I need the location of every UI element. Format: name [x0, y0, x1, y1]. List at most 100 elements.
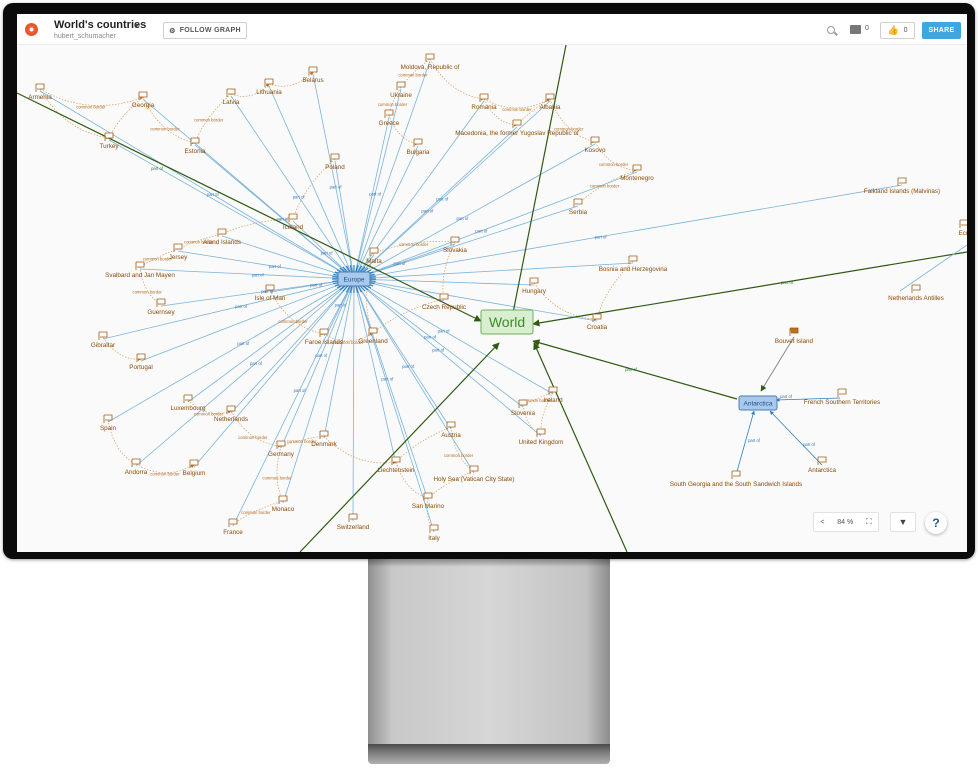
- country-node[interactable]: Liechtenstein: [377, 456, 415, 474]
- country-node[interactable]: Falkland Islands (Malvinas): [864, 177, 940, 195]
- country-node[interactable]: Aland Islands: [203, 228, 241, 246]
- country-node[interactable]: Ireland: [543, 386, 563, 404]
- country-node[interactable]: Holy Sea (Vatican City State): [433, 465, 515, 483]
- like-button[interactable]: 👍 0: [880, 22, 915, 39]
- country-node[interactable]: France: [223, 518, 243, 536]
- world-node-box[interactable]: [480, 309, 534, 335]
- country-label: Bulgaria: [406, 149, 430, 156]
- country-node[interactable]: Armenia: [28, 83, 52, 101]
- country-node[interactable]: Guernsey: [147, 298, 175, 316]
- zoom-out-button[interactable]: <: [820, 518, 825, 526]
- country-node[interactable]: Serbia: [569, 198, 588, 216]
- country-node[interactable]: Poland: [325, 153, 345, 171]
- graph-title[interactable]: World's countries: [54, 19, 147, 31]
- search-icon[interactable]: [827, 26, 835, 34]
- follow-graph-button[interactable]: ⚙ FOLLOW GRAPH: [163, 22, 247, 39]
- country-node[interactable]: Germany: [268, 440, 295, 458]
- country-node[interactable]: Italy: [428, 524, 441, 542]
- country-node[interactable]: Latvia: [223, 88, 240, 106]
- country-node[interactable]: Monaco: [272, 495, 295, 513]
- common-border-edge: [365, 252, 375, 334]
- help-button[interactable]: ?: [925, 512, 947, 534]
- comment-icon[interactable]: [850, 25, 861, 34]
- country-node[interactable]: Greece: [379, 109, 400, 127]
- country-node[interactable]: Moldova, Republic of: [401, 53, 460, 71]
- flag-icon: [450, 236, 460, 245]
- country-node[interactable]: Spain: [100, 414, 117, 432]
- country-node[interactable]: Croatia: [587, 313, 608, 331]
- hub-node-europe[interactable]: Europe: [332, 265, 376, 293]
- country-node[interactable]: Svalbard and Jan Mayen: [105, 261, 175, 279]
- hub-node-antarctica[interactable]: Antarctica: [738, 395, 778, 411]
- country-node[interactable]: Bulgaria: [406, 138, 430, 156]
- country-node[interactable]: Austria: [441, 421, 461, 439]
- country-node[interactable]: Bosnia and Herzegovina: [599, 255, 668, 273]
- country-node[interactable]: Gibraltar: [91, 331, 115, 349]
- fullscreen-icon[interactable]: ⛶: [865, 517, 872, 526]
- country-node[interactable]: Bouvet Island: [775, 327, 814, 345]
- world-node[interactable]: World: [480, 309, 534, 335]
- hub-node-box[interactable]: [337, 271, 371, 287]
- flag-icon: [190, 137, 200, 146]
- country-label: Luxembourg: [170, 405, 206, 412]
- country-label: Serbia: [569, 209, 588, 216]
- country-node[interactable]: Andorra: [125, 458, 148, 476]
- country-node[interactable]: United Kingdom: [519, 428, 564, 446]
- country-node[interactable]: Isle of Man: [255, 284, 286, 302]
- country-label: Greece: [379, 120, 400, 127]
- country-node[interactable]: Albania: [539, 93, 561, 111]
- hub-node-box[interactable]: [738, 395, 778, 411]
- country-node[interactable]: Georgia: [132, 91, 155, 109]
- part-of-edge: [160, 277, 355, 307]
- country-node[interactable]: Faroe Islands: [305, 328, 343, 346]
- country-node[interactable]: Czech Republic: [422, 293, 466, 311]
- country-node[interactable]: Denmark: [311, 430, 338, 448]
- country-node[interactable]: Iceland: [283, 213, 304, 231]
- country-label: Lithuania: [256, 89, 282, 96]
- country-node[interactable]: Netherlands Antilles: [888, 284, 944, 302]
- country-node[interactable]: French Southern Territories: [804, 388, 880, 406]
- country-node[interactable]: Antarctica: [808, 456, 836, 474]
- country-node[interactable]: Belarus: [302, 66, 324, 84]
- country-node[interactable]: Lithuania: [256, 78, 282, 96]
- flag-icon: [911, 284, 921, 293]
- country-node[interactable]: South Georgia and the South Sandwich Isl…: [670, 470, 802, 488]
- country-label: France: [223, 529, 243, 536]
- country-node[interactable]: Macedonia, the former Yugoslav Republic …: [455, 119, 579, 137]
- filter-icon[interactable]: ▼: [890, 512, 916, 532]
- country-node[interactable]: Ukraine: [390, 81, 412, 99]
- country-node[interactable]: Hungary: [522, 277, 547, 295]
- country-node[interactable]: Estonia: [184, 137, 206, 155]
- country-node[interactable]: Romania: [471, 93, 497, 111]
- chevron-down-icon[interactable]: ▼: [133, 23, 140, 30]
- subclass-edges: [17, 45, 967, 552]
- country-node[interactable]: Montenegro: [620, 164, 654, 182]
- country-node[interactable]: Ecu: [959, 219, 967, 237]
- country-node[interactable]: Luxembourg: [170, 394, 206, 412]
- app-logo[interactable]: [25, 23, 38, 36]
- country-node[interactable]: Slovakia: [443, 236, 467, 254]
- country-label: Isle of Man: [255, 295, 286, 302]
- country-node[interactable]: Portugal: [129, 353, 153, 371]
- country-node[interactable]: Greenland: [358, 327, 388, 345]
- country-node[interactable]: Kosovo: [584, 136, 606, 154]
- share-button[interactable]: SHARE: [922, 22, 961, 39]
- country-node[interactable]: Belgium: [183, 459, 206, 477]
- owner-name[interactable]: hubert_schumacher: [54, 33, 116, 40]
- country-node[interactable]: Malta: [366, 247, 382, 265]
- country-nodes[interactable]: Armenia Georgia Latvia Lithuania Belarus Mold…: [28, 53, 967, 542]
- country-node[interactable]: Turkey: [99, 132, 119, 150]
- flag-icon: [384, 109, 394, 118]
- flag-icon: [319, 430, 329, 439]
- flag-icon: [425, 53, 435, 62]
- country-label: Guernsey: [147, 309, 175, 316]
- country-label: South Georgia and the South Sandwich Isl…: [670, 481, 802, 488]
- country-node[interactable]: Switzerland: [337, 513, 370, 531]
- country-node[interactable]: San Marino: [412, 492, 445, 510]
- country-node[interactable]: Slovenia: [511, 399, 536, 417]
- country-node[interactable]: Jersey: [169, 243, 188, 261]
- country-node[interactable]: Netherlands: [214, 405, 248, 423]
